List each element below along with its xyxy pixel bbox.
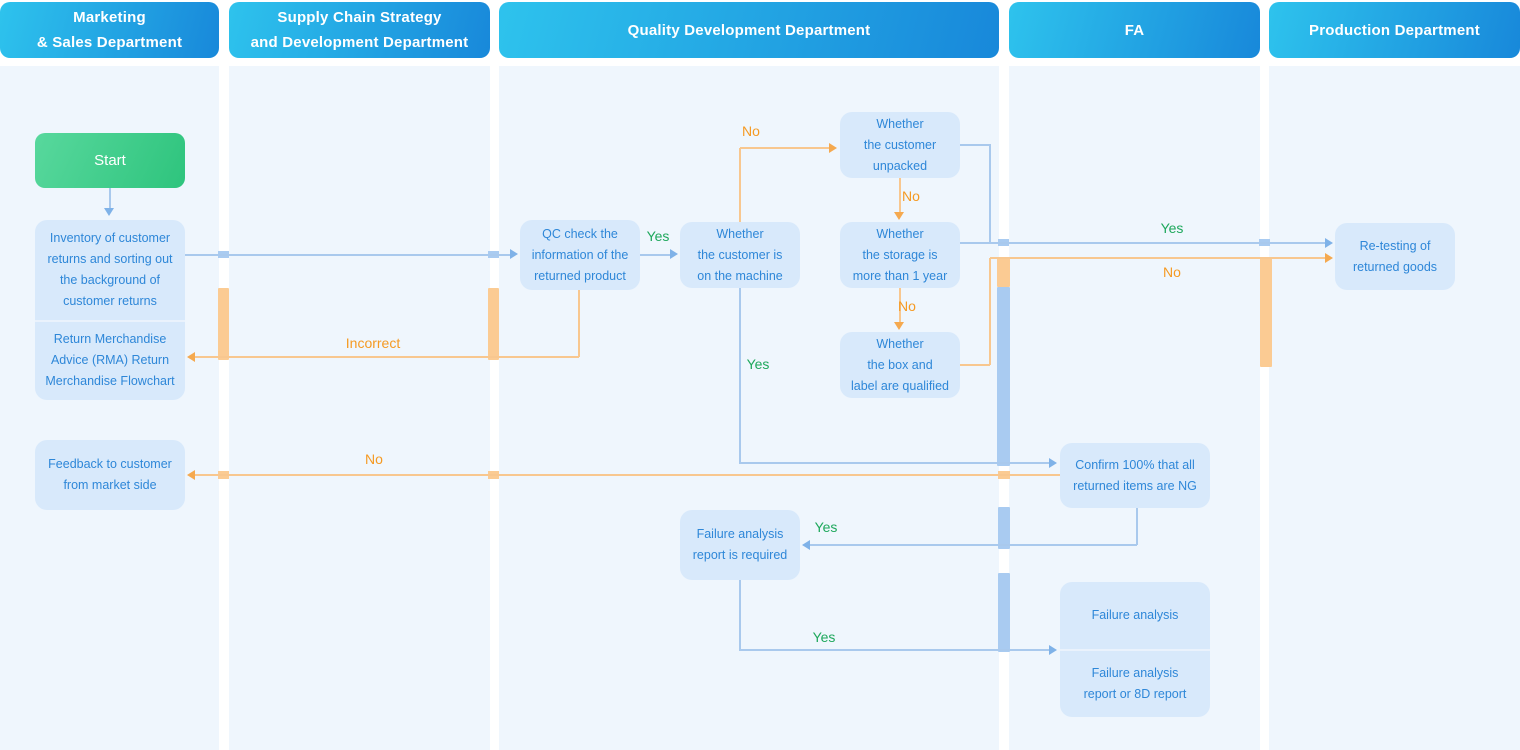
node-start[interactable]: Start	[35, 133, 185, 188]
label-qc-yes: Yes	[646, 228, 670, 244]
lane-header-marketing: Marketing & Sales Department	[0, 2, 219, 58]
edge-machine-no-up	[739, 148, 741, 222]
edge-unpacked-right	[960, 144, 990, 146]
gap-bar-orange-4	[1260, 257, 1272, 367]
lane-production	[1269, 66, 1520, 750]
arrowhead-into-rma	[187, 352, 195, 362]
arrowhead-into-unpacked	[829, 143, 837, 153]
label-confirm-yes: Yes	[814, 519, 838, 535]
label-fareq-yes: Yes	[812, 629, 836, 645]
edge-confirm-yes-left	[810, 544, 1137, 546]
arrowhead-start-down	[104, 208, 114, 216]
node-fa-required[interactable]: Failure analysis report is required	[680, 510, 800, 580]
node-storage[interactable]: Whether the storage is more than 1 year	[840, 222, 960, 288]
edge-machine-yes-down	[739, 288, 741, 463]
gap-bar-orange-2	[488, 288, 499, 360]
arrowhead-into-feedback	[187, 470, 195, 480]
label-boxlabel-no: No	[1163, 264, 1181, 280]
node-stack-fa: Failure analysis Failure analysis report…	[1060, 582, 1210, 717]
edge-machine-yes-right	[739, 462, 1049, 464]
label-confirm-no: No	[365, 451, 383, 467]
node-rma-flowchart[interactable]: Return Merchandise Advice (RMA) Return M…	[45, 332, 175, 388]
stack-divider	[35, 320, 185, 322]
arrowhead-into-boxlabel	[894, 322, 904, 330]
stack-divider	[1060, 649, 1210, 651]
lane-header-quality: Quality Development Department	[499, 2, 999, 58]
edge-qc-incorrect-down	[578, 290, 580, 357]
node-retest[interactable]: Re-testing of returned goods	[1335, 223, 1455, 290]
lane-header-production: Production Department	[1269, 2, 1520, 58]
node-qc-check[interactable]: QC check the information of the returned…	[520, 220, 640, 290]
label-incorrect: Incorrect	[345, 335, 401, 351]
lane-header-supply-chain: Supply Chain Strategy and Development De…	[229, 2, 490, 58]
label-retest-yes: Yes	[1160, 220, 1184, 236]
gap-bar-blue-3	[998, 573, 1010, 652]
arrowhead-into-qc	[510, 249, 518, 259]
label-storage-no: No	[898, 298, 916, 314]
arrowhead-into-storage	[894, 212, 904, 220]
edge-boxlabel-up	[989, 258, 991, 365]
edge-boxlabel-right	[960, 364, 990, 366]
label-machine-no: No	[742, 123, 760, 139]
edge-unpacked-no-down	[899, 178, 901, 212]
node-inventory[interactable]: Inventory of customer returns and sortin…	[47, 231, 173, 308]
label-machine-yes: Yes	[746, 356, 770, 372]
arrowhead-into-retest-orange	[1325, 253, 1333, 263]
gap-bar-orange-3	[997, 257, 1010, 287]
lane-supply-chain	[229, 66, 490, 750]
node-failure-analysis[interactable]: Failure analysis	[1091, 608, 1179, 622]
edge-fareq-down	[739, 580, 741, 650]
edge-storage-no-down	[899, 288, 901, 322]
lane-quality	[499, 66, 999, 750]
edge-machine-no-right	[740, 147, 829, 149]
label-unpacked-no: No	[902, 188, 920, 204]
edge-confirm-no-left	[195, 474, 1060, 476]
edge-boxlabel-no-right	[990, 257, 1325, 259]
node-on-machine[interactable]: Whether the customer is on the machine	[680, 222, 800, 288]
node-fa-report[interactable]: Failure analysis report or 8D report	[1083, 665, 1187, 701]
edge-qc-incorrect-left	[195, 356, 579, 358]
gap-bar-blue-2	[998, 507, 1010, 549]
node-feedback[interactable]: Feedback to customer from market side	[35, 440, 185, 510]
edge-unpacked-down	[989, 144, 991, 244]
edge-inventory-to-qc	[185, 254, 510, 256]
arrowhead-into-failure-analysis	[1049, 645, 1057, 655]
edge-qc-to-machine	[640, 254, 671, 256]
edge-fareq-yes-right	[739, 649, 1049, 651]
gap-bar-blue-1	[997, 287, 1010, 466]
arrowhead-into-retest-blue	[1325, 238, 1333, 248]
arrowhead-into-machine	[670, 249, 678, 259]
lane-header-fa: FA	[1009, 2, 1260, 58]
edge-start-to-inventory	[109, 188, 111, 209]
edge-yes-to-retest	[960, 242, 1325, 244]
arrowhead-into-fa-required	[802, 540, 810, 550]
gap-bar-orange-1	[218, 288, 229, 360]
node-box-label[interactable]: Whether the box and label are qualified	[840, 332, 960, 398]
node-confirm-ng[interactable]: Confirm 100% that all returned items are…	[1060, 443, 1210, 508]
node-unpacked[interactable]: Whether the customer unpacked	[840, 112, 960, 178]
arrowhead-into-confirm	[1049, 458, 1057, 468]
node-stack-marketing: Inventory of customer returns and sortin…	[35, 220, 185, 400]
edge-confirm-down	[1136, 508, 1138, 545]
